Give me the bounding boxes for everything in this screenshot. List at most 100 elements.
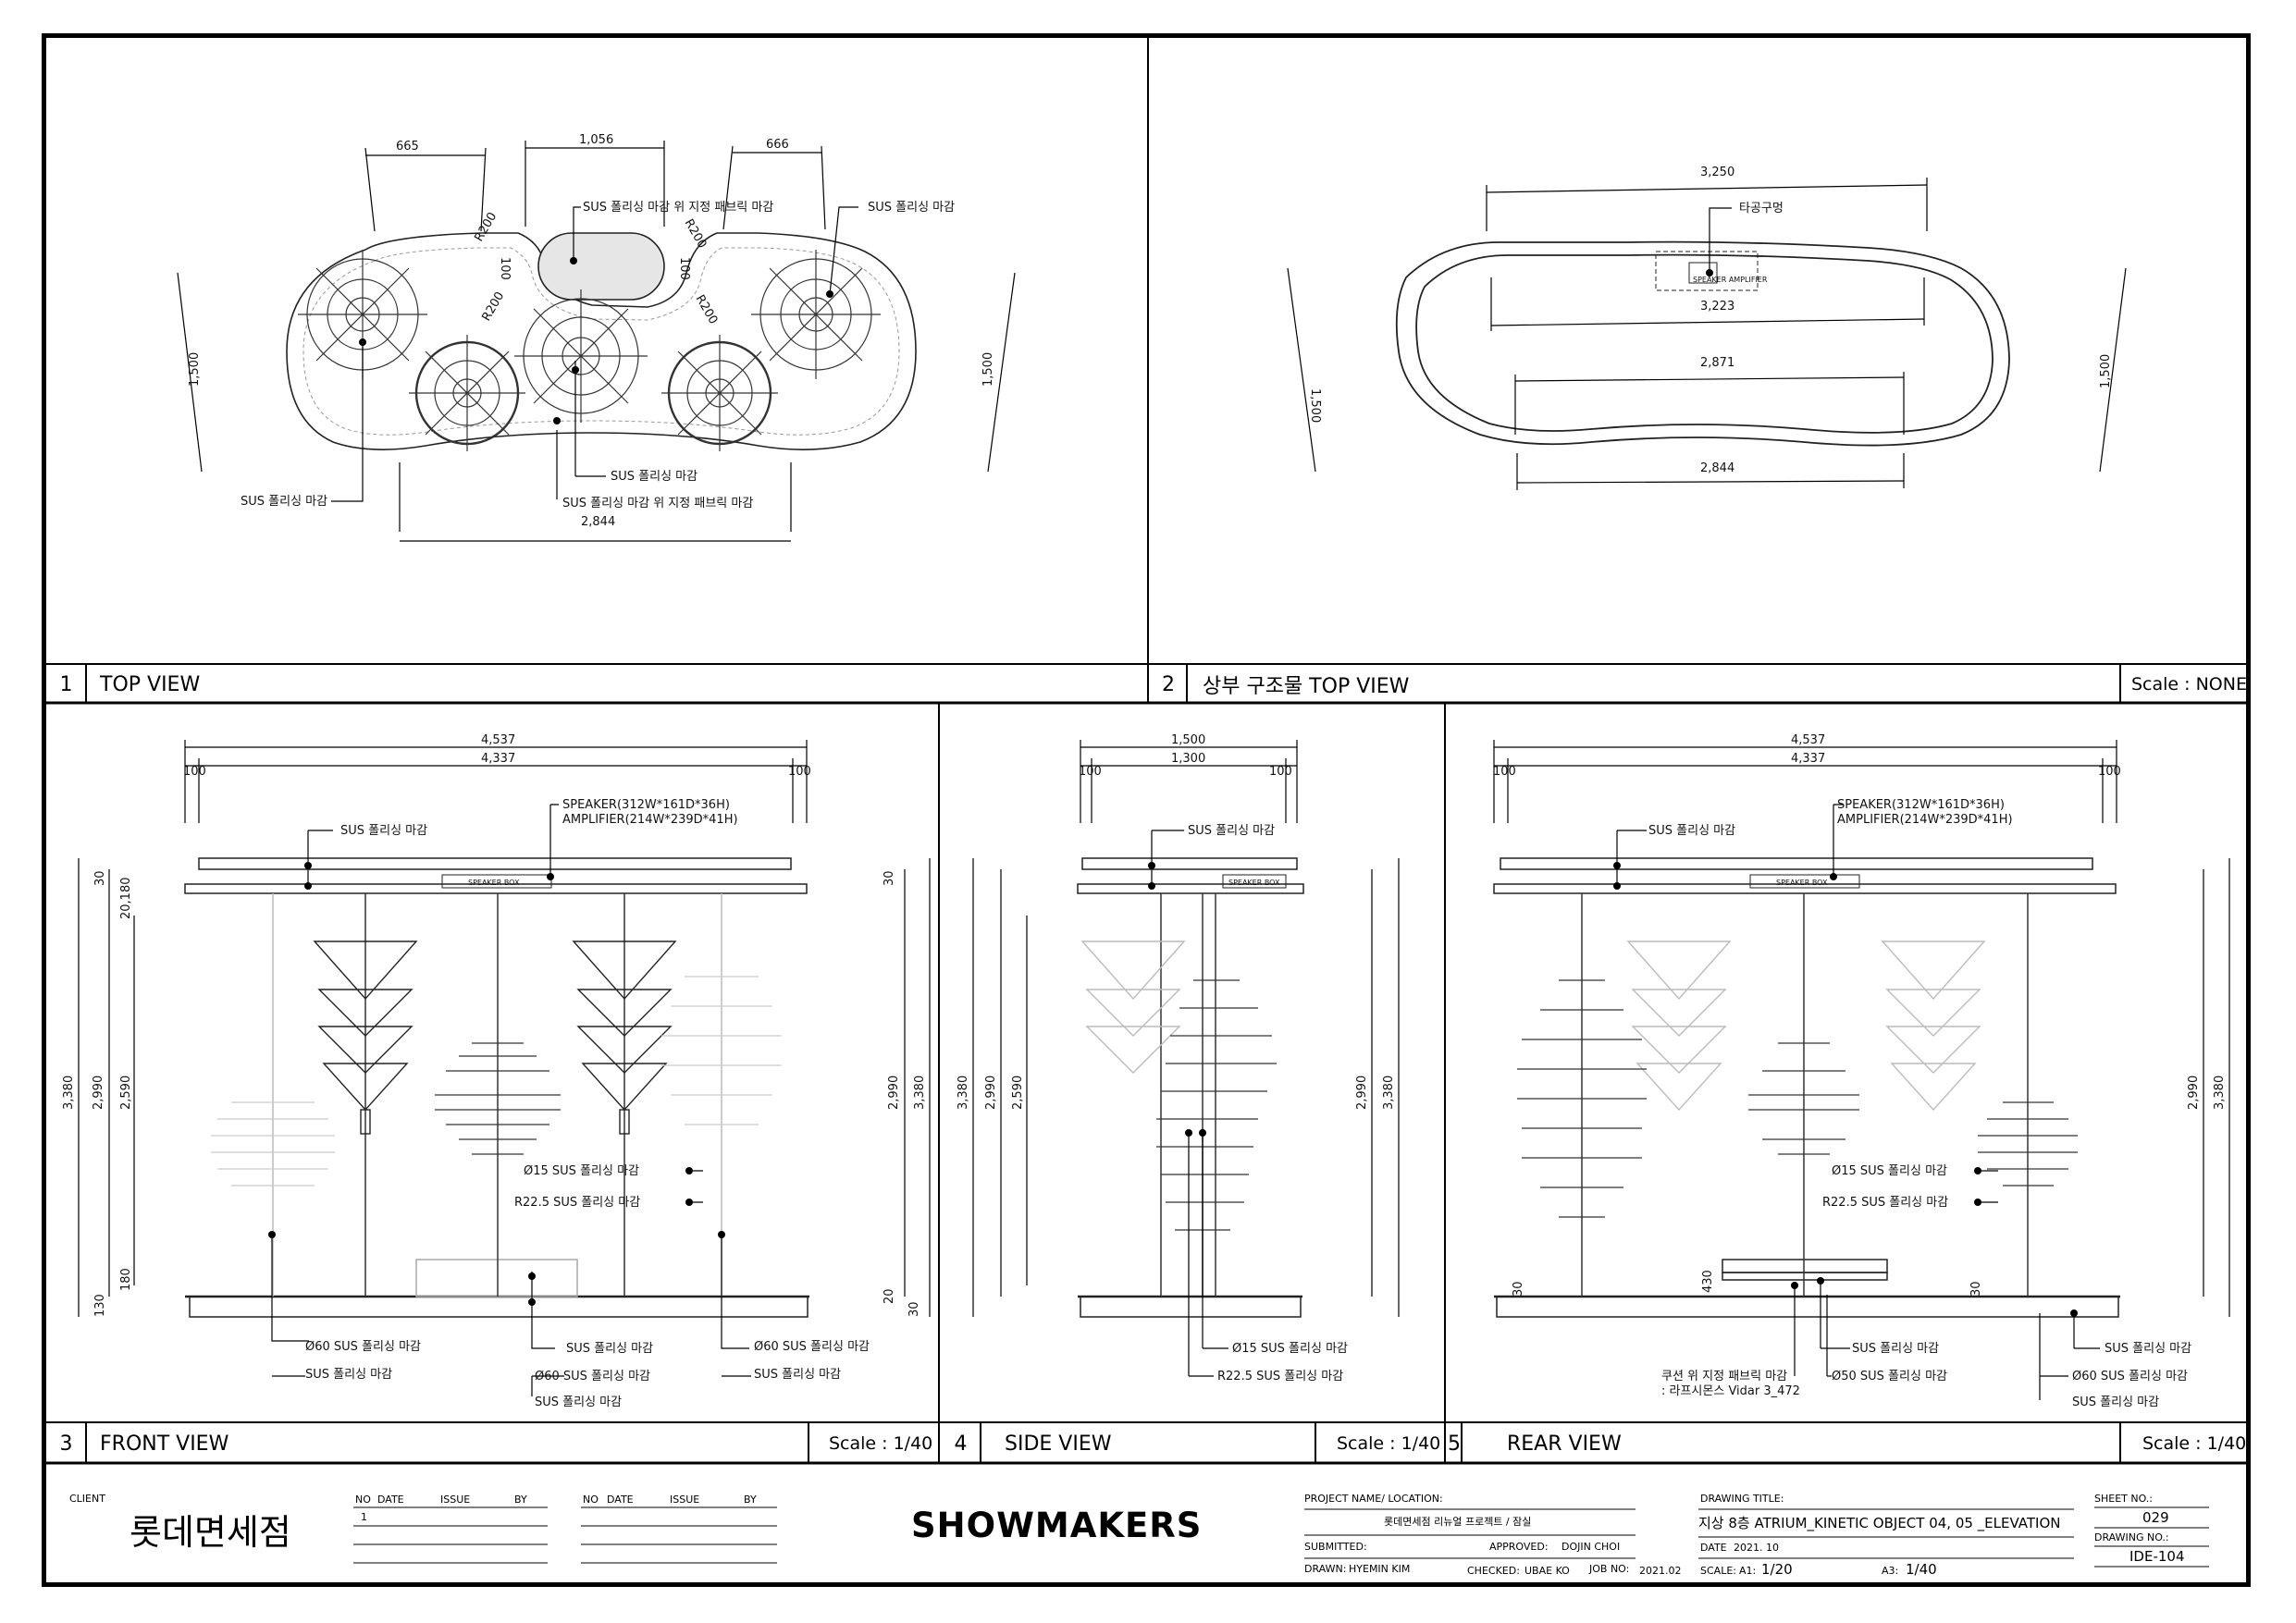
- side-view-labels: 1,500 1,300 100 100 3,380 2,990 2,590 2,…: [957, 733, 1396, 1383]
- rev-row-no: 1: [361, 1511, 367, 1523]
- view-number: 1: [59, 672, 73, 696]
- dim-label: 20: [883, 1288, 896, 1304]
- radius-label: R200: [472, 210, 500, 244]
- dim-label: 180: [119, 1268, 133, 1291]
- note: SUS 폴리싱 마감: [1852, 1342, 1939, 1356]
- note: R22.5 SUS 폴리싱 마감: [1822, 1196, 1948, 1210]
- rev-header-by: BY: [514, 1494, 527, 1506]
- view-title: TOP VIEW: [100, 672, 201, 696]
- drawing-no-label: DRAWING NO.:: [2094, 1531, 2169, 1543]
- rev-header-by-2: BY: [744, 1494, 757, 1506]
- drawing-no-value: IDE-104: [2129, 1548, 2185, 1565]
- dim-label: 3,223: [1700, 300, 1734, 314]
- date-value: 2021. 10: [1734, 1542, 1779, 1554]
- dim-label: 100: [2098, 765, 2121, 779]
- dim-label: 100: [1269, 765, 1292, 779]
- dim-label: 2,844: [1700, 461, 1734, 475]
- rev-header-no: NO: [355, 1494, 371, 1506]
- dim-label: 665: [396, 140, 419, 154]
- note: SPEAKER AMPLIFIER: [1693, 276, 1768, 284]
- rear-rod-ornaments: [1517, 979, 2078, 1218]
- side-view-drawing: [972, 740, 1400, 1377]
- note: Ø15 SUS 폴리싱 마감: [524, 1164, 639, 1178]
- client-name: 롯데면세점: [130, 1512, 291, 1553]
- note: 쿠션 위 지정 패브릭 마감: [1661, 1370, 1787, 1383]
- note: Ø60 SUS 폴리싱 마감: [2072, 1370, 2188, 1383]
- note: SUS 폴리싱 마감: [566, 1342, 653, 1356]
- dim-label: 2,590: [1011, 1076, 1025, 1110]
- note: SUS 폴리싱 마감: [1188, 824, 1275, 838]
- approved-label: APPROVED:: [1489, 1541, 1549, 1553]
- note: : 라프시몬스 Vidar 3_472: [1661, 1384, 1800, 1398]
- dim-label: 3,380: [957, 1076, 970, 1110]
- view-scale: Scale : 1/40: [829, 1433, 933, 1454]
- view-title: REAR VIEW: [1507, 1432, 1622, 1456]
- note: SUS 폴리싱 마감 위 지정 패브릭 마감: [562, 497, 753, 510]
- drawing-title: 지상 8층 ATRIUM_KINETIC OBJECT 04, 05 _ELEV…: [1698, 1515, 2061, 1531]
- dim-label: 3,380: [1382, 1076, 1396, 1110]
- approved-value: DOJIN CHOI: [1562, 1541, 1621, 1553]
- dim-label: 3,380: [2213, 1076, 2227, 1110]
- dim-label: 2,990: [984, 1076, 998, 1110]
- checked-value: UBAE KO: [1524, 1565, 1570, 1577]
- date-label: DATE: [1700, 1542, 1727, 1554]
- note: Ø15 SUS 폴리싱 마감: [1832, 1164, 1947, 1178]
- dim-label: 4,337: [1791, 752, 1825, 766]
- dim-label: 1,500: [1171, 733, 1205, 747]
- rev-header-issue-2: ISSUE: [670, 1494, 700, 1506]
- note: SUS 폴리싱 마감: [754, 1368, 841, 1382]
- dim-label: 4,537: [481, 733, 515, 747]
- radius-label: R200: [693, 293, 721, 327]
- note: SUS 폴리싱 마감: [868, 201, 955, 215]
- scale-a1-label: A1:: [1739, 1565, 1757, 1577]
- dim-label: 1,500: [2099, 354, 2113, 388]
- dim-label: 100: [498, 257, 512, 280]
- drawn-label: DRAWN:: [1304, 1563, 1347, 1575]
- dim-label: 2,990: [887, 1076, 901, 1110]
- dim-label: 2,990: [92, 1076, 105, 1110]
- top-view-labels: 665 1,056 666 1,500 1,500 2,844 R200 R20…: [188, 133, 995, 529]
- dim-label: 1,500: [981, 352, 995, 387]
- project-label: PROJECT NAME/ LOCATION:: [1304, 1493, 1443, 1505]
- drawing-sheet: [42, 33, 2251, 1587]
- note: Ø60 SUS 폴리싱 마감: [305, 1340, 421, 1354]
- upper-top-view-drawing: [1287, 178, 2127, 490]
- speaker-box-label: SPEAKER BOX: [1776, 879, 1828, 887]
- note: Ø50 SUS 폴리싱 마감: [1832, 1370, 1947, 1383]
- dim-label: 1,500: [1308, 388, 1322, 423]
- view-scale: Scale : 1/40: [1337, 1433, 1441, 1454]
- dim-label: 1,300: [1171, 752, 1205, 766]
- dim-label: 4,337: [481, 752, 515, 766]
- view-title: FRONT VIEW: [100, 1432, 229, 1456]
- front-view-drawing: [78, 740, 931, 1396]
- dim-label: 30: [1969, 1281, 1983, 1297]
- upper-top-view-labels: 3,250 3,223 2,871 2,844 1,500 1,500 타공구멍…: [1308, 166, 2113, 475]
- rev-header-issue: ISSUE: [440, 1494, 471, 1506]
- client-label: CLIENT: [69, 1493, 105, 1505]
- dim-label: 30: [883, 870, 896, 886]
- view-scale: Scale : NONE: [2131, 674, 2247, 695]
- rear-view-drawing: [1493, 740, 2230, 1400]
- sheet-no-value: 029: [2142, 1509, 2169, 1526]
- submitted-label: SUBMITTED:: [1304, 1541, 1367, 1553]
- sheet-no-label: SHEET NO.:: [2094, 1493, 2154, 1505]
- note: SUS 폴리싱 마감: [2072, 1396, 2159, 1409]
- job-label: JOB NO:: [1589, 1563, 1630, 1575]
- dim-label: 20,180: [119, 878, 133, 920]
- view-title: 상부 구조물 TOP VIEW: [1203, 675, 1410, 698]
- amplifier-note: AMPLIFIER(214W*239D*41H): [1837, 813, 2013, 827]
- view-scale: Scale : 1/40: [2142, 1433, 2247, 1454]
- top-view-drawing: [177, 141, 1016, 542]
- speaker-box-label: SPEAKER BOX: [468, 879, 520, 887]
- note: SUS 폴리싱 마감: [535, 1396, 622, 1409]
- dim-label: 30: [1512, 1281, 1525, 1297]
- note: Ø15 SUS 폴리싱 마감: [1232, 1342, 1348, 1356]
- dim-label: 1,056: [579, 133, 613, 147]
- dim-label: 100: [1493, 765, 1516, 779]
- dim-label: 100: [788, 765, 811, 779]
- scale-a3-label: A3:: [1882, 1565, 1899, 1577]
- brand-logo: SHOWMAKERS: [911, 1506, 1203, 1545]
- project-name: 롯데면세점 리뉴얼 프로젝트 / 잠실: [1384, 1516, 1532, 1528]
- dim-label: 1,500: [188, 352, 202, 387]
